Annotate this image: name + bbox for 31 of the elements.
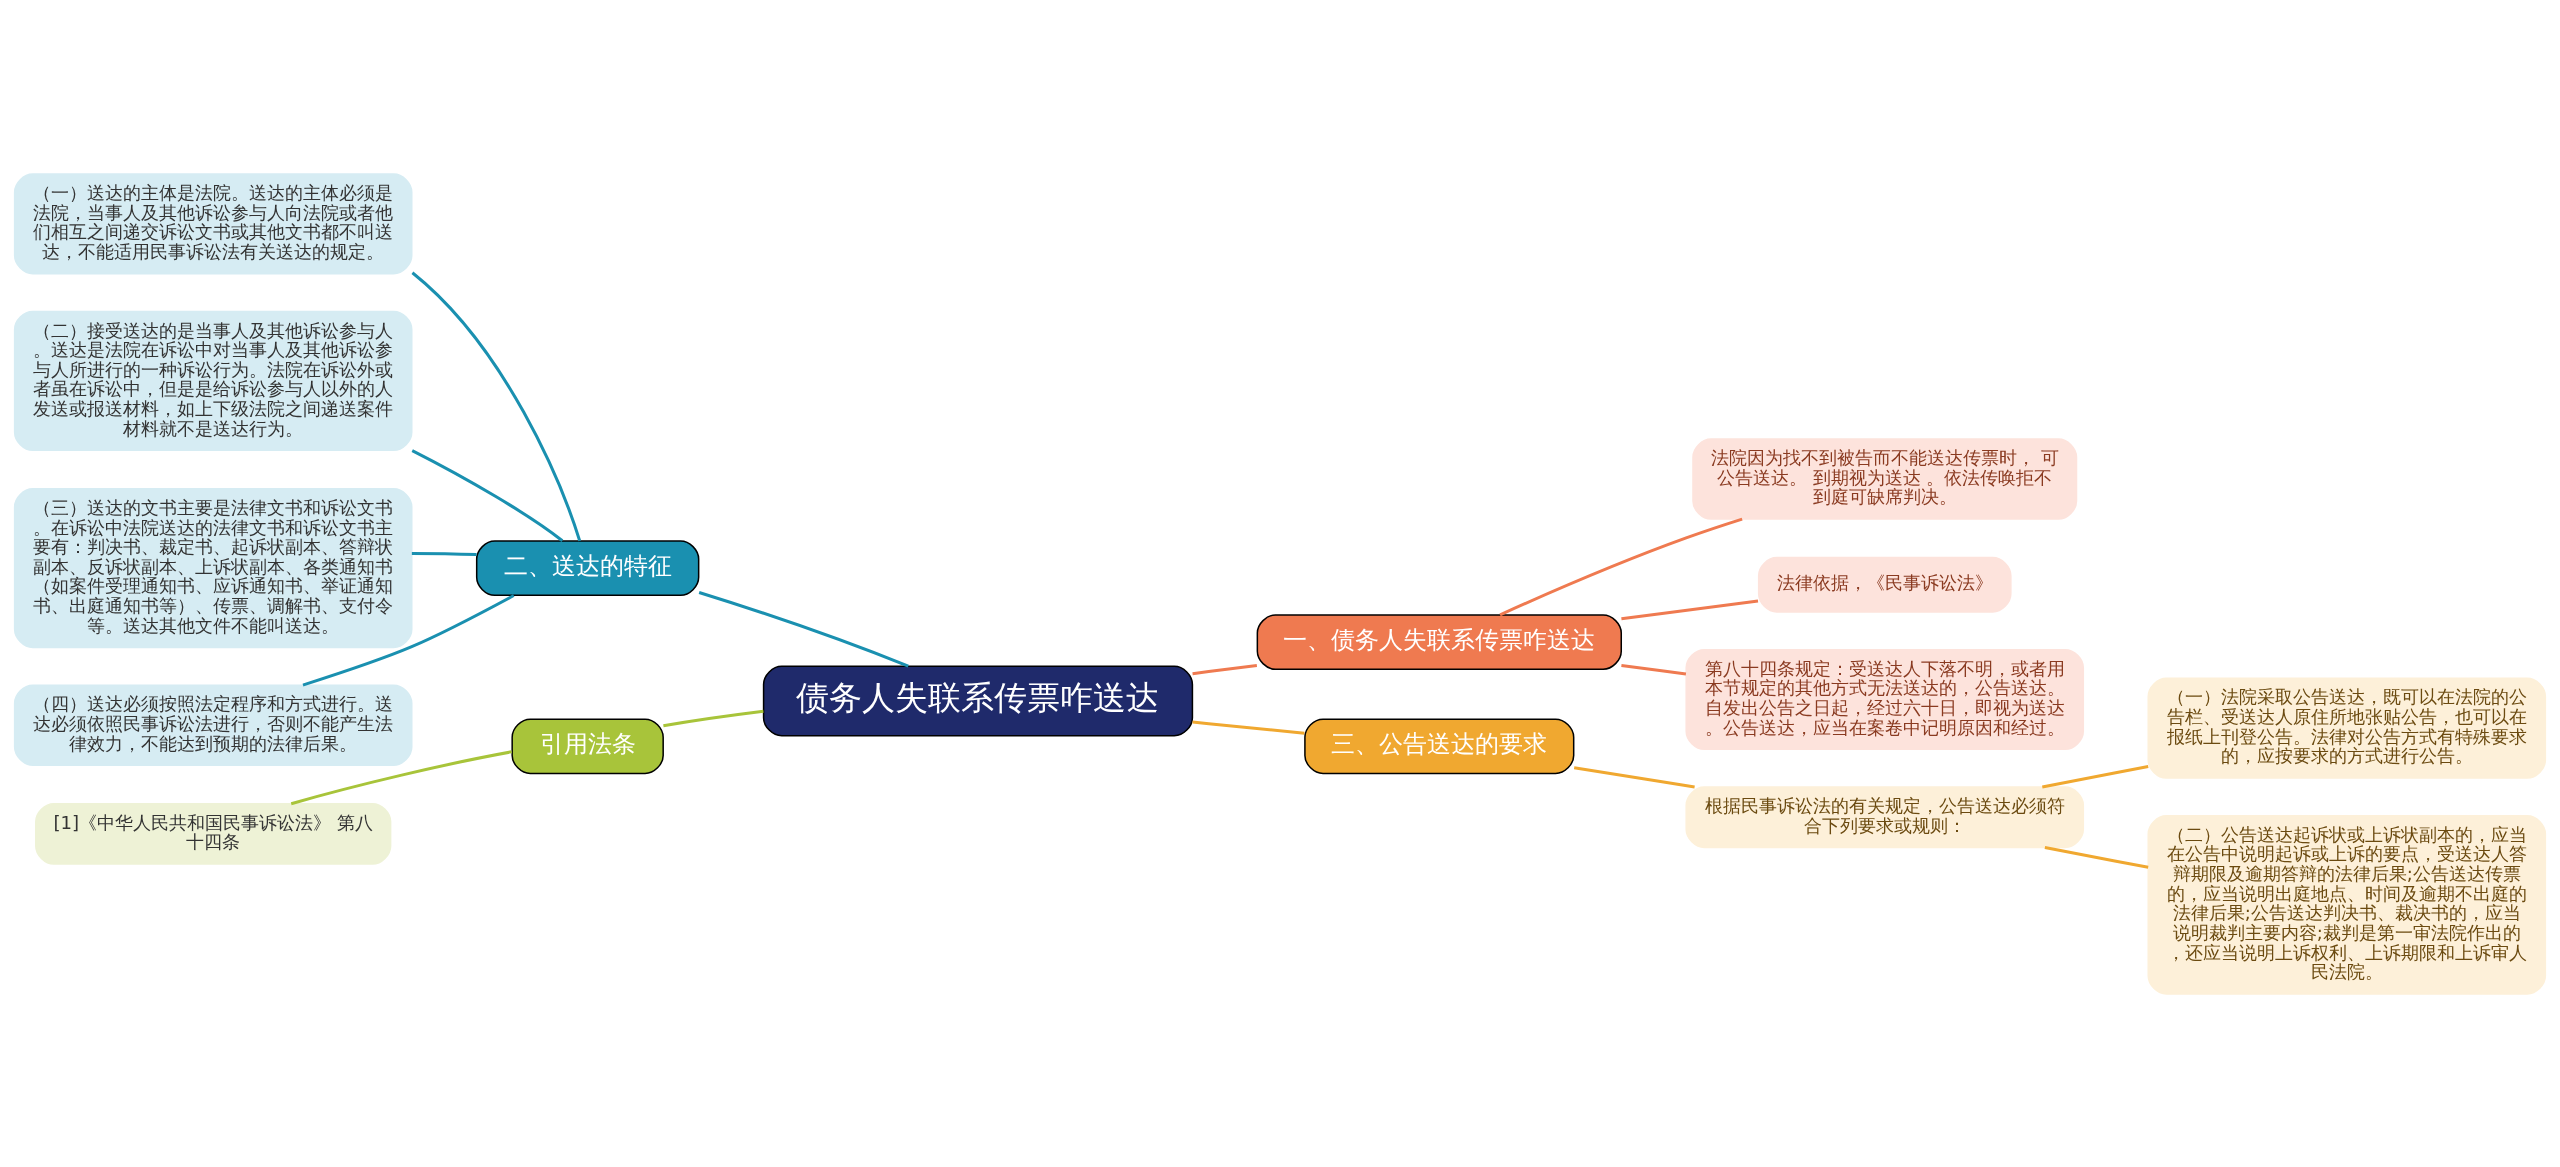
- connector: [1621, 599, 1759, 620]
- connector: [1573, 765, 1695, 789]
- node-box: 债务人失联系传票咋送达: [762, 665, 1194, 736]
- connector: [1499, 517, 1743, 616]
- node-box: （三）送达的文书主要是法律文书和诉讼文书。在诉讼中法院送达的法律文书和诉讼文书主要有：判决书、裁定书、起诉状副本、答辩状副本、反诉状副本、上诉状副本、各类通知书（如案件受理通知书、应诉通知书、举证通知书、出庭通知书等）、传票、调解书、支付令等。送达其他文件不能叫送达。: [13, 487, 413, 648]
- connector: [2042, 764, 2149, 788]
- connector: [411, 448, 564, 542]
- connector: [302, 593, 515, 686]
- connector: [698, 590, 909, 667]
- node-box: 一、债务人失联系传票咋送达: [1256, 613, 1622, 670]
- node-box: （二）接受送达的是当事人及其他诉讼参与人。送达是法院在诉讼中对当事人及其他诉讼参与人所进行的一种诉讼行为。法院在诉讼外或者虽在诉讼中，但是是给诉讼参与人以外的人发送或报送材料，如上下级法院之间递送案件材料就不是送达行为。: [13, 310, 413, 451]
- node-box: （一）送达的主体是法院。送达的主体必须是法院，当事人及其他诉讼参与人向法院或者他们相互之间递交诉讼文书或其他文书都不叫送达，不能适用民事诉讼法有关送达的规定。: [13, 172, 413, 274]
- connector: [1192, 663, 1258, 675]
- node-box: （四）送达必须按照法定程序和方式进行。送达必须依照民事诉讼法进行，否则不能产生法律效力，不能达到预期的法律后果。: [13, 683, 413, 766]
- connector: [663, 709, 764, 727]
- node-box: 第八十四条规定：受送达人下落不明，或者用本节规定的其他方式无法送达的，公告送达。自发出公告之日起，经过六十日，即视为送达。公告送达，应当在案卷中记明原因和经过。: [1685, 648, 2085, 750]
- connector: [1192, 720, 1305, 735]
- connector: [2044, 845, 2149, 869]
- connector: [411, 271, 582, 541]
- node-box: 三、公告送达的要求: [1304, 717, 1575, 774]
- node-box: （一）法院采取公告送达，既可以在法院的公告栏、受送达人原住所地张贴公告，也可以在报纸上刊登公告。法律对公告方式有特殊要求的，应按要求的方式进行公告。: [2147, 677, 2547, 779]
- node-box: 引用法条: [511, 717, 664, 774]
- connector: [411, 551, 477, 556]
- node-box: 法律依据，《民事诉讼法》: [1757, 556, 2012, 613]
- connector: [290, 749, 512, 805]
- node-box: 法院因为找不到被告而不能送达传票时， 可公告送达。 到期视为送达 。依法传唤拒不到庭可缺席判决。: [1692, 437, 2078, 520]
- node-box: [1]《中华人民共和国民事诉讼法》 第八十四条: [35, 802, 392, 865]
- node-box: 根据民事诉讼法的有关规定，公告送达必须符合下列要求或规则：: [1685, 785, 2085, 848]
- connector: [1621, 663, 1687, 675]
- node-box: 二、送达的特征: [475, 539, 700, 596]
- node-box: （二）公告送达起诉状或上诉状副本的，应当在公告中说明起诉或上诉的要点，受送达人答辩期限及逾期答辩的法律后果;公告送达传票的，应当说明出庭地点、时间及逾期不出庭的法律后果;公告送达判决书、裁决书的，应当说明裁判主要内容;裁判是第一审法院作出的，还应当说明上诉权利、上诉期限和上诉审人民法院。: [2147, 814, 2547, 995]
